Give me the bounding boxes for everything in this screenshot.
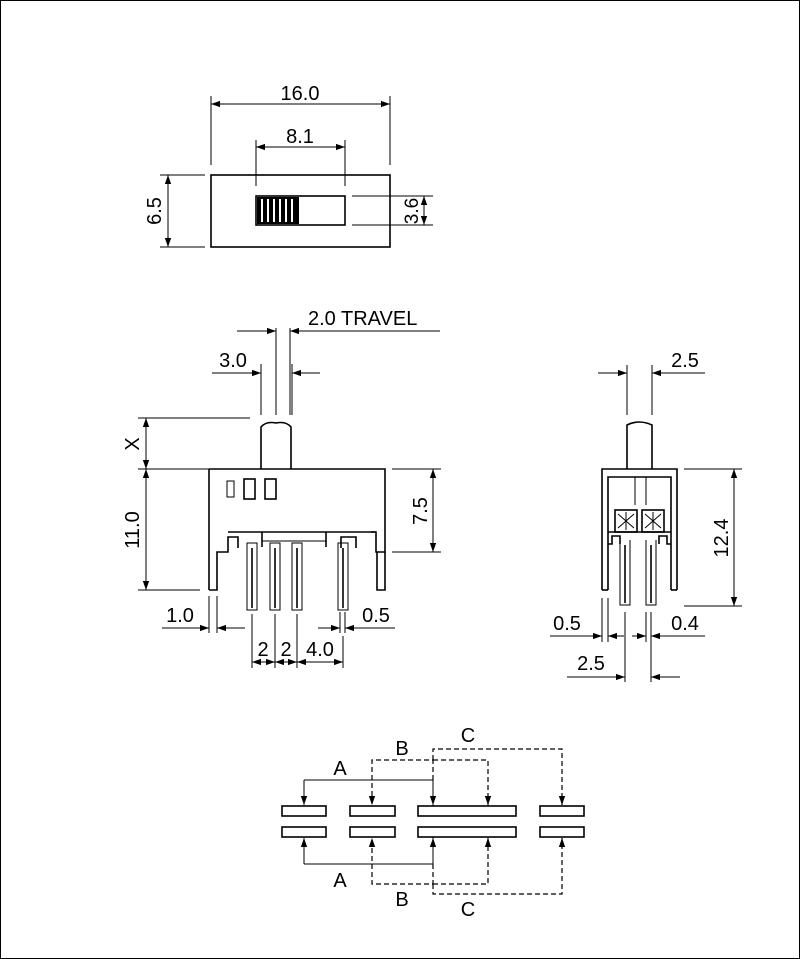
top-view-slot xyxy=(255,195,346,226)
height-dimension: 6.5 xyxy=(144,197,166,225)
connection-c xyxy=(432,748,566,805)
front-view-housing xyxy=(209,468,386,553)
housing-window xyxy=(243,478,256,500)
terminal-bar xyxy=(539,805,585,817)
body-height-dimension: 11.0 xyxy=(122,511,144,548)
front-view: 2.0 TRAVEL 3.0 X 11.0 7.5 1.0 0.5 xyxy=(122,308,441,668)
pitch-dimension: 4.0 xyxy=(306,639,334,661)
terminal-bar xyxy=(281,805,327,817)
side-leg-width-dimension: 0.5 xyxy=(553,613,581,635)
side-view: 2.5 12.4 0.5 0.4 2.5 xyxy=(550,350,742,682)
slot-height-dimension: 3.6 xyxy=(402,198,423,224)
travel-dimension: 2.0 TRAVEL xyxy=(308,308,417,330)
front-view-actuator xyxy=(260,421,292,469)
housing-height-dimension: 7.5 xyxy=(410,497,432,525)
actuator-height-dimension: X xyxy=(122,437,144,450)
connection-b xyxy=(368,759,434,805)
circuit-label-b: B xyxy=(395,738,408,760)
circuit-label-c: C xyxy=(461,899,475,921)
terminal-bar xyxy=(281,826,327,838)
side-view-actuator xyxy=(626,421,653,469)
circuit-diagram: A B C A B C xyxy=(281,725,585,921)
circuit-label-b: B xyxy=(395,889,408,911)
front-view-pins xyxy=(246,542,349,611)
width-dimension: 16.0 xyxy=(281,83,320,105)
pitch-dimension: 2 xyxy=(280,639,291,661)
top-view: 16.0 8.1 6.5 3.6 xyxy=(144,83,433,248)
actuator-width-dimension: 3.0 xyxy=(219,350,247,372)
housing-window xyxy=(264,478,277,500)
circuit-label-c: C xyxy=(461,725,475,747)
housing-window xyxy=(226,480,235,498)
circuit-label-a: A xyxy=(333,870,347,892)
top-view-body xyxy=(210,174,391,248)
side-pin-width-dimension: 0.4 xyxy=(671,613,699,635)
common-terminal-bar xyxy=(417,826,517,838)
pin-width-dimension: 0.5 xyxy=(362,605,390,627)
side-height-dimension: 12.4 xyxy=(711,519,733,558)
side-view-frame xyxy=(601,468,678,590)
top-view-knob xyxy=(257,197,299,224)
common-terminal-bar xyxy=(417,805,517,817)
leg-width-dimension: 1.0 xyxy=(166,605,194,627)
terminal-bar xyxy=(539,826,585,838)
side-pin-spacing-dimension: 2.5 xyxy=(577,653,605,675)
side-actuator-width-dimension: 2.5 xyxy=(671,350,699,372)
terminal-bar xyxy=(349,826,396,838)
circuit-label-a: A xyxy=(333,758,347,780)
slot-width-dimension: 8.1 xyxy=(286,126,314,148)
pitch-dimension: 2 xyxy=(257,639,268,661)
terminal-bar xyxy=(349,805,396,817)
